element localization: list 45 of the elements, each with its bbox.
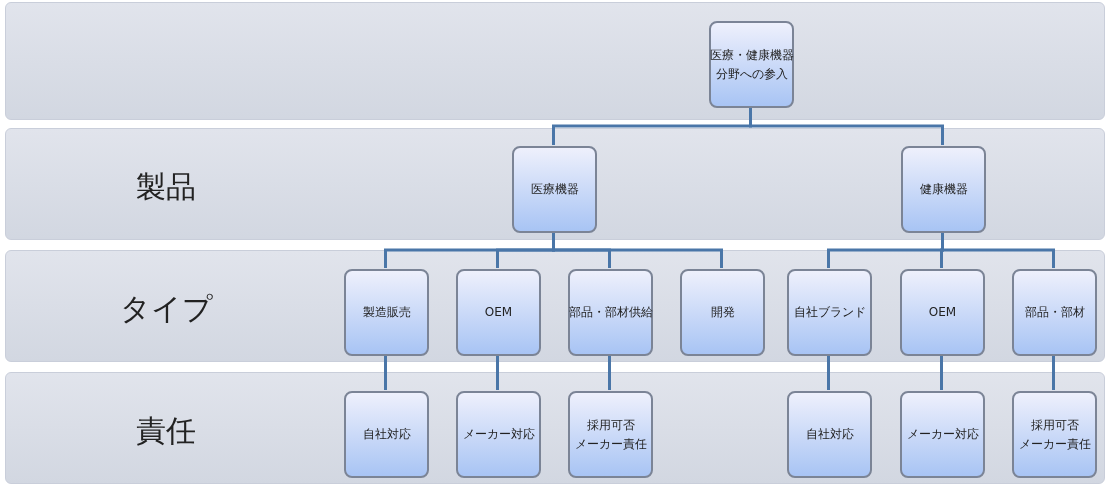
box-label: 採用可否メーカー責任 [1018,416,1091,453]
box-label: メーカー対応 [462,426,535,443]
category-box [456,269,541,356]
connector-line [384,355,387,390]
category-box [900,269,985,356]
category-box [568,269,653,356]
row-label: タイプ [118,290,214,328]
box-label: OEM [484,304,513,321]
box-label: 開発 [710,304,735,321]
box-label: OEM [928,304,957,321]
category-box [344,391,429,478]
row-band [5,250,1105,362]
category-box [680,269,765,356]
box-label: メーカー対応 [906,426,979,443]
category-box [787,391,872,478]
box-label: 採用可否メーカー責任 [574,416,647,453]
box-label: 自社ブランド [793,304,866,321]
box-label: 医療機器 [530,181,579,198]
category-box [709,21,794,108]
category-box [1012,269,1097,356]
connector-line [940,355,943,390]
box-label: 健康機器 [919,181,968,198]
category-box [344,269,429,356]
connector-line [827,355,830,390]
row-label: 製品 [135,168,197,206]
category-box [901,146,986,233]
category-box [512,146,597,233]
box-label: 自社対応 [362,426,411,443]
box-label: 製造販売 [362,304,411,321]
row-label: 責任 [135,412,197,450]
connector-line [608,355,611,390]
row-band [5,128,1105,240]
category-box [568,391,653,478]
row-band [5,372,1105,484]
category-box [1012,391,1097,478]
box-label: 自社対応 [805,426,854,443]
category-box [900,391,985,478]
box-label: 部品・部材供給 [568,304,653,321]
connector-line [1052,355,1055,390]
category-box [456,391,541,478]
category-box [787,269,872,356]
box-label: 医療・健康機器分野への参入 [709,46,794,83]
row-band [5,2,1105,120]
box-label: 部品・部材 [1024,304,1085,321]
connector-line [496,355,499,390]
